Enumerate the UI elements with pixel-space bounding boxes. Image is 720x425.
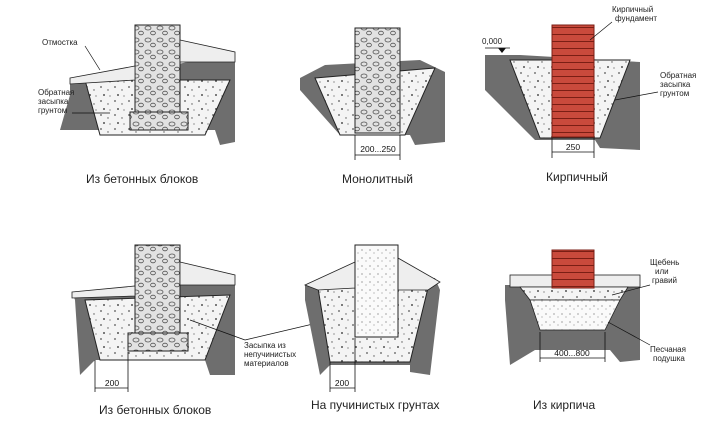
caption-concrete-blocks-bottom: Из бетонных блоков — [99, 403, 212, 417]
caption-concrete-blocks-top: Из бетонных блоков — [86, 172, 199, 186]
label-backfill-right-1: Обратная — [660, 71, 696, 80]
label-nonporous-3: материалов — [244, 359, 289, 368]
label-gravel-2: или — [655, 267, 669, 276]
caption-monolithic: Монолитный — [342, 172, 413, 186]
label-backfill-right-2: засыпка — [660, 80, 691, 89]
label-backfill-1: Обратная — [38, 88, 74, 97]
label-level-zero: 0,000 — [482, 37, 503, 46]
dim-brick-width: 250 — [566, 142, 580, 152]
caption-heaving-soils: На пучинистых грунтах — [311, 398, 440, 412]
dim-monolithic-width: 200...250 — [360, 144, 396, 154]
label-backfill-2: засыпка — [38, 97, 69, 106]
dim-blocks-offset: 200 — [105, 378, 119, 388]
label-gravel-3: гравий — [652, 276, 677, 285]
diagram-concrete-blocks-top: Отмостка Обратная засыпка грунтом — [38, 24, 236, 145]
label-nonporous-2: непучинистых — [244, 350, 296, 359]
label-brick-foundation-1: Кирпичный — [612, 5, 653, 14]
diagram-concrete-blocks-bottom: 200 — [71, 244, 236, 392]
label-backfill-3: грунтом — [38, 106, 67, 115]
dim-heaving-offset: 200 — [335, 378, 349, 388]
label-gravel-1: Щебень — [650, 258, 679, 267]
diagram-from-brick: 400...800 Щебень или гравий Песчаная под… — [505, 249, 686, 365]
label-brick-foundation-2: фундамент — [615, 14, 657, 23]
label-nonporous-1: Засыпка из — [244, 341, 286, 350]
diagram-heaving-soils: 200 — [303, 244, 441, 392]
label-blind-area: Отмостка — [42, 38, 78, 47]
label-sand-2: подушка — [653, 354, 685, 363]
caption-from-brick: Из кирпича — [533, 398, 596, 412]
label-backfill-right-3: грунтом — [660, 89, 689, 98]
caption-brick-top: Кирпичный — [546, 170, 608, 184]
diagram-brick-top: 0,000 250 Кирпичный фундамент Обратная з… — [482, 5, 696, 158]
label-sand-1: Песчаная — [650, 345, 686, 354]
dim-cushion-width: 400...800 — [554, 348, 590, 358]
diagram-monolithic: 200...250 — [300, 27, 445, 160]
